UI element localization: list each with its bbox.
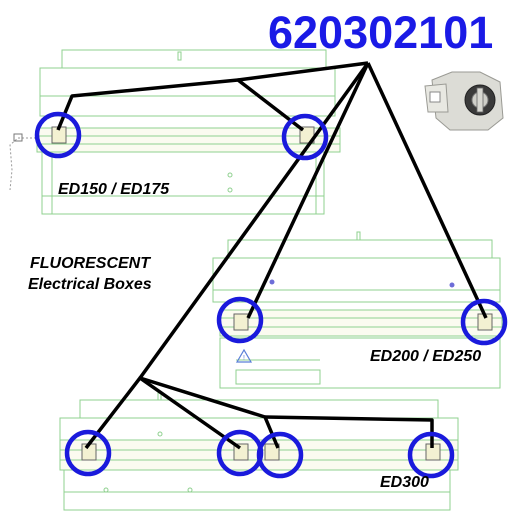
highlight-circles [34, 111, 508, 479]
model-label-ed300: ED300 [380, 474, 429, 491]
box-ed200-mount-dot [269, 279, 275, 285]
box-ed150-cord [9, 137, 36, 191]
description-line-1: FLUORESCENT [30, 255, 150, 272]
box-ed200-warning-icon: ! [235, 348, 253, 363]
box-ed200-mount-dot [449, 282, 455, 288]
box-ed200-drawing [212, 231, 503, 389]
part-number-title: 620302101 [268, 7, 494, 58]
product-photo [413, 66, 513, 136]
model-label-ed200-ed250: ED200 / ED250 [370, 348, 482, 365]
svg-text:!: ! [243, 355, 245, 362]
model-label-ed150-ed175: ED150 / ED175 [58, 181, 170, 198]
description-line-2: Electrical Boxes [28, 276, 152, 293]
